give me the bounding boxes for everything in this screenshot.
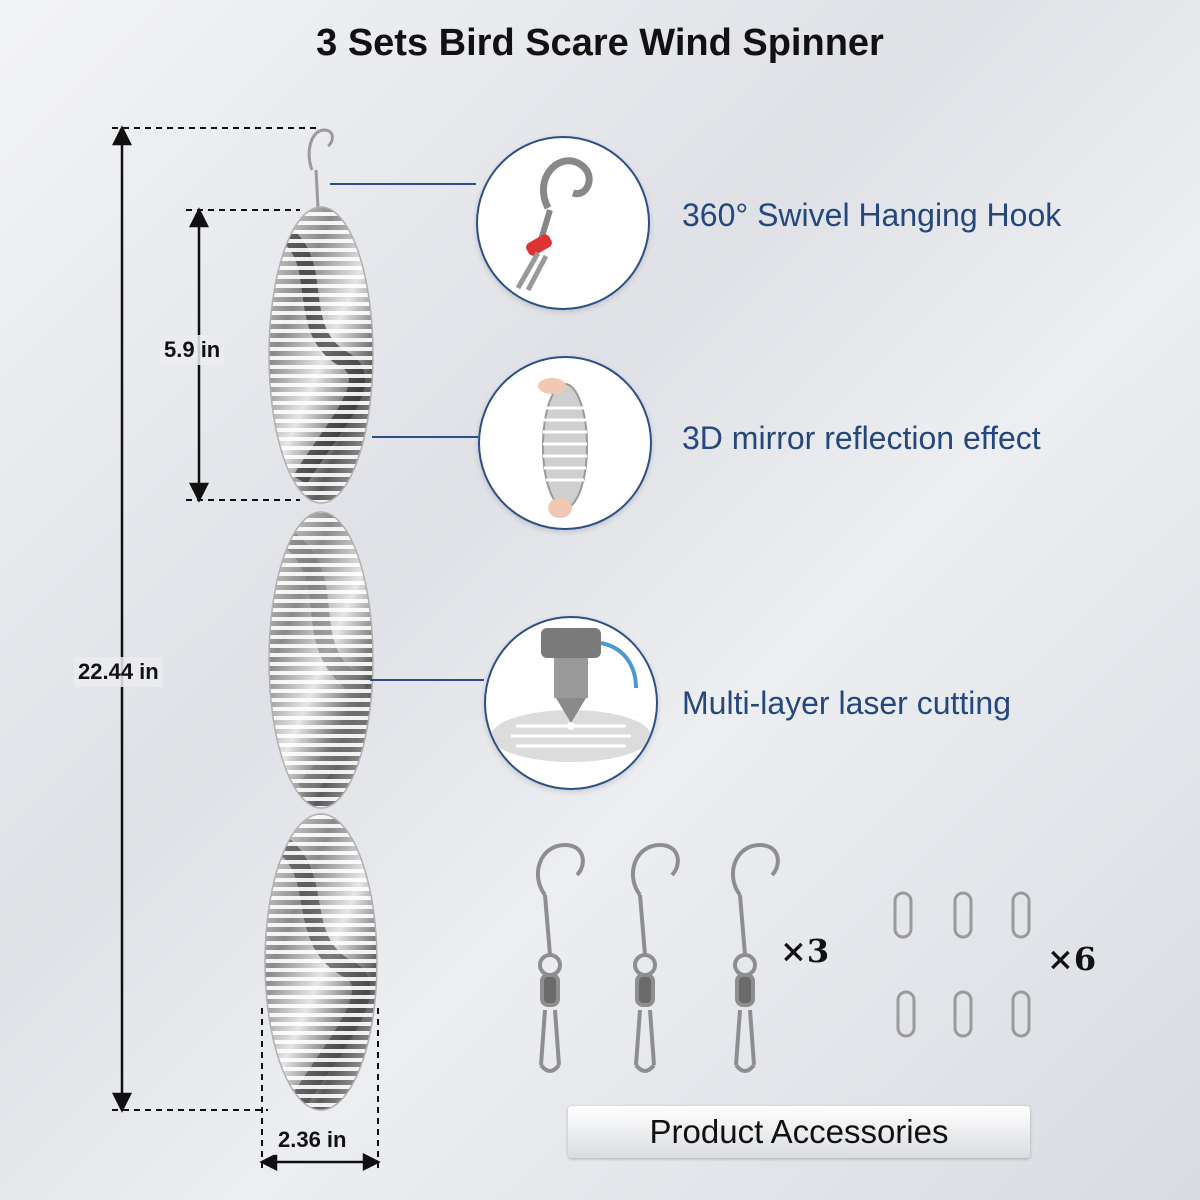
hooks-count: ×3 <box>780 932 830 970</box>
spinner-panel <box>269 207 373 503</box>
mirror-panel-icon <box>478 356 652 530</box>
total-length-dimension <box>111 125 320 1113</box>
clips-count: ×6 <box>1047 940 1097 978</box>
spinner-panel <box>265 814 377 1110</box>
feature-label-swivel-hook: 360° Swivel Hanging Hook <box>682 197 1062 233</box>
feature-label-laser-cutting: Multi-layer laser cutting <box>682 685 1011 721</box>
total-length-label: 22.44 in <box>74 657 163 687</box>
connector-line <box>330 183 484 681</box>
panel-length-label: 5.9 in <box>160 335 225 365</box>
accessory-clips-icon <box>893 891 1031 1038</box>
accessory-hooks-icon <box>535 842 780 1073</box>
width-label: 2.36 in <box>274 1125 351 1155</box>
spinner-panel <box>269 512 373 808</box>
hanging-hook-icon <box>307 128 334 209</box>
page-title: 3 Sets Bird Scare Wind Spinner <box>316 22 884 64</box>
laser-cutter-icon <box>484 616 658 790</box>
product-accessories-banner: Product Accessories <box>568 1106 1030 1158</box>
feature-label-mirror-effect: 3D mirror reflection effect <box>682 420 1041 456</box>
width-dimension <box>259 1008 381 1172</box>
swivel-hook-icon <box>476 136 650 310</box>
